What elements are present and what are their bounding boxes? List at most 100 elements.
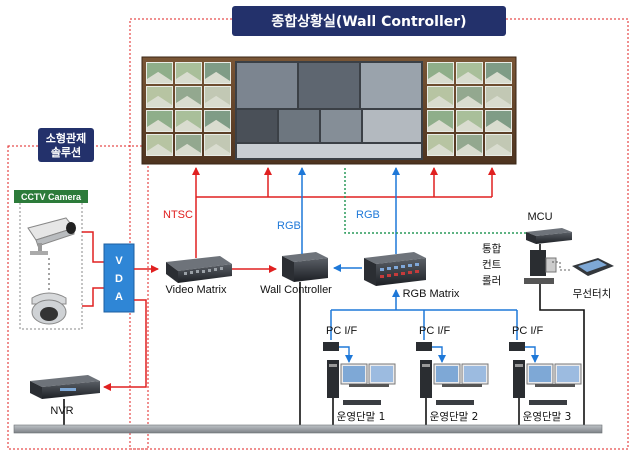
- monitor-screen: [371, 366, 393, 382]
- wall-tile: [456, 110, 483, 132]
- pc-if-device: [323, 342, 339, 351]
- wall-center-panel: [321, 110, 361, 142]
- nvr-label: NVR: [50, 405, 73, 417]
- wall-tile: [427, 134, 454, 156]
- wireless-touch-icon: [572, 258, 614, 276]
- nvr-device: [30, 375, 100, 399]
- pc-tower-icon: [513, 360, 525, 398]
- small-solution-line2: 솔루션: [51, 146, 81, 159]
- pc-if-label: PC I/F: [326, 325, 357, 337]
- ntsc-label: NTSC: [163, 209, 193, 221]
- wall-center-panel: [237, 110, 277, 142]
- monitor-screen: [557, 366, 579, 382]
- dome-camera-icon: [31, 292, 67, 325]
- integrated-controller-line2: 컨트: [482, 259, 502, 271]
- wall-tile: [146, 86, 173, 108]
- wall-tile: [146, 110, 173, 132]
- monitor-stand: [535, 384, 575, 387]
- wire-vda-nvr: [103, 299, 147, 391]
- wall-center-panel: [363, 110, 421, 142]
- monitor-screen: [436, 366, 458, 382]
- workstation: PC I/F 운영단말 3: [509, 325, 582, 425]
- keyboard-icon: [529, 400, 567, 405]
- pc-if-label: PC I/F: [419, 325, 450, 337]
- terminal-label: 운영단말 2: [430, 411, 479, 423]
- controller-pc-icon: [524, 250, 557, 284]
- integrated-controller-line1: 통합: [482, 243, 502, 255]
- wall-tile: [485, 62, 512, 84]
- wall-center-panel: [299, 63, 359, 108]
- pc-tower-icon: [420, 360, 432, 398]
- rgb-matrix-label: RGB Matrix: [403, 288, 460, 300]
- cctv-label: CCTV Camera: [21, 192, 82, 202]
- vda-letter-d: D: [115, 273, 123, 285]
- keyboard-icon: [436, 400, 474, 405]
- title-banner: [232, 6, 506, 36]
- pc-tower-drive: [515, 364, 523, 367]
- wall-left-tiles: [146, 62, 231, 156]
- pc-tower-drive: [422, 364, 430, 367]
- wall-center-panel: [279, 110, 319, 142]
- wire-controller-touch: [552, 261, 572, 271]
- rgb-label-left: RGB: [277, 220, 301, 232]
- wire-cam2-vda: [82, 287, 104, 307]
- wall-tile: [427, 110, 454, 132]
- vda-box: [103, 243, 135, 313]
- workstation-group: PC I/F 운영단말 1 PC I/F 운영단말 2 PC I/F 운영단말 3: [323, 325, 582, 425]
- wall-tile: [204, 110, 231, 132]
- wireless-touch-label: 무선터치: [573, 288, 612, 300]
- mcu-label: MCU: [527, 211, 552, 223]
- video-wall: [141, 56, 517, 165]
- monitor-screen: [529, 366, 551, 382]
- vda-letter-a: A: [115, 291, 123, 303]
- integrated-controller-line3: 롤러: [482, 275, 501, 287]
- wall-tile: [485, 134, 512, 156]
- wall-tile: [175, 110, 202, 132]
- network-backbone: [13, 424, 603, 434]
- pc-tower-drive: [329, 364, 337, 367]
- video-matrix-device: [166, 256, 232, 283]
- small-solution-label: [38, 128, 94, 162]
- wall-controller-device: [282, 252, 328, 282]
- pc-tower-icon: [327, 360, 339, 398]
- wall-tile: [146, 62, 173, 84]
- wall-tile: [427, 62, 454, 84]
- wire-pcif-monitor: [339, 346, 353, 363]
- small-solution-line1: 소형관제: [46, 131, 86, 145]
- wall-tile: [456, 134, 483, 156]
- rgb-label-right: RGB: [356, 209, 380, 221]
- box-camera-icon: [27, 217, 76, 255]
- cctv-label-badge: [14, 190, 88, 203]
- wall-tile: [146, 134, 173, 156]
- pc-if-device: [416, 342, 432, 351]
- wall-tile: [456, 62, 483, 84]
- wall-center-panel: [361, 63, 421, 108]
- wire-pcif-monitor: [432, 346, 446, 363]
- vda-letter-v: V: [115, 255, 123, 267]
- wall-center-panel: [237, 144, 421, 158]
- pc-if-device: [509, 342, 525, 351]
- wall-tile: [456, 86, 483, 108]
- wall-tile: [204, 62, 231, 84]
- terminal-label: 운영단말 1: [337, 411, 386, 423]
- wall-tile: [175, 134, 202, 156]
- wall-center-panel: [237, 63, 297, 108]
- video-matrix-label: Video Matrix: [166, 284, 227, 296]
- wall-right-tiles: [427, 62, 512, 156]
- terminal-label: 운영단말 3: [523, 411, 572, 423]
- wall-tile: [175, 86, 202, 108]
- wall-controller-label: Wall Controller: [260, 284, 332, 296]
- wall-tile: [485, 110, 512, 132]
- page-title: 종합상황실(Wall Controller): [271, 13, 466, 30]
- wall-center-content: [237, 63, 421, 158]
- wire-cam1-vda: [82, 231, 104, 263]
- wall-tile: [204, 134, 231, 156]
- monitor-stand: [442, 384, 482, 387]
- keyboard-icon: [343, 400, 381, 405]
- monitor-screen: [343, 366, 365, 382]
- wall-tile: [427, 86, 454, 108]
- cctv-group-box: [19, 200, 83, 330]
- pc-if-label: PC I/F: [512, 325, 543, 337]
- wire-controller-base: [539, 284, 585, 425]
